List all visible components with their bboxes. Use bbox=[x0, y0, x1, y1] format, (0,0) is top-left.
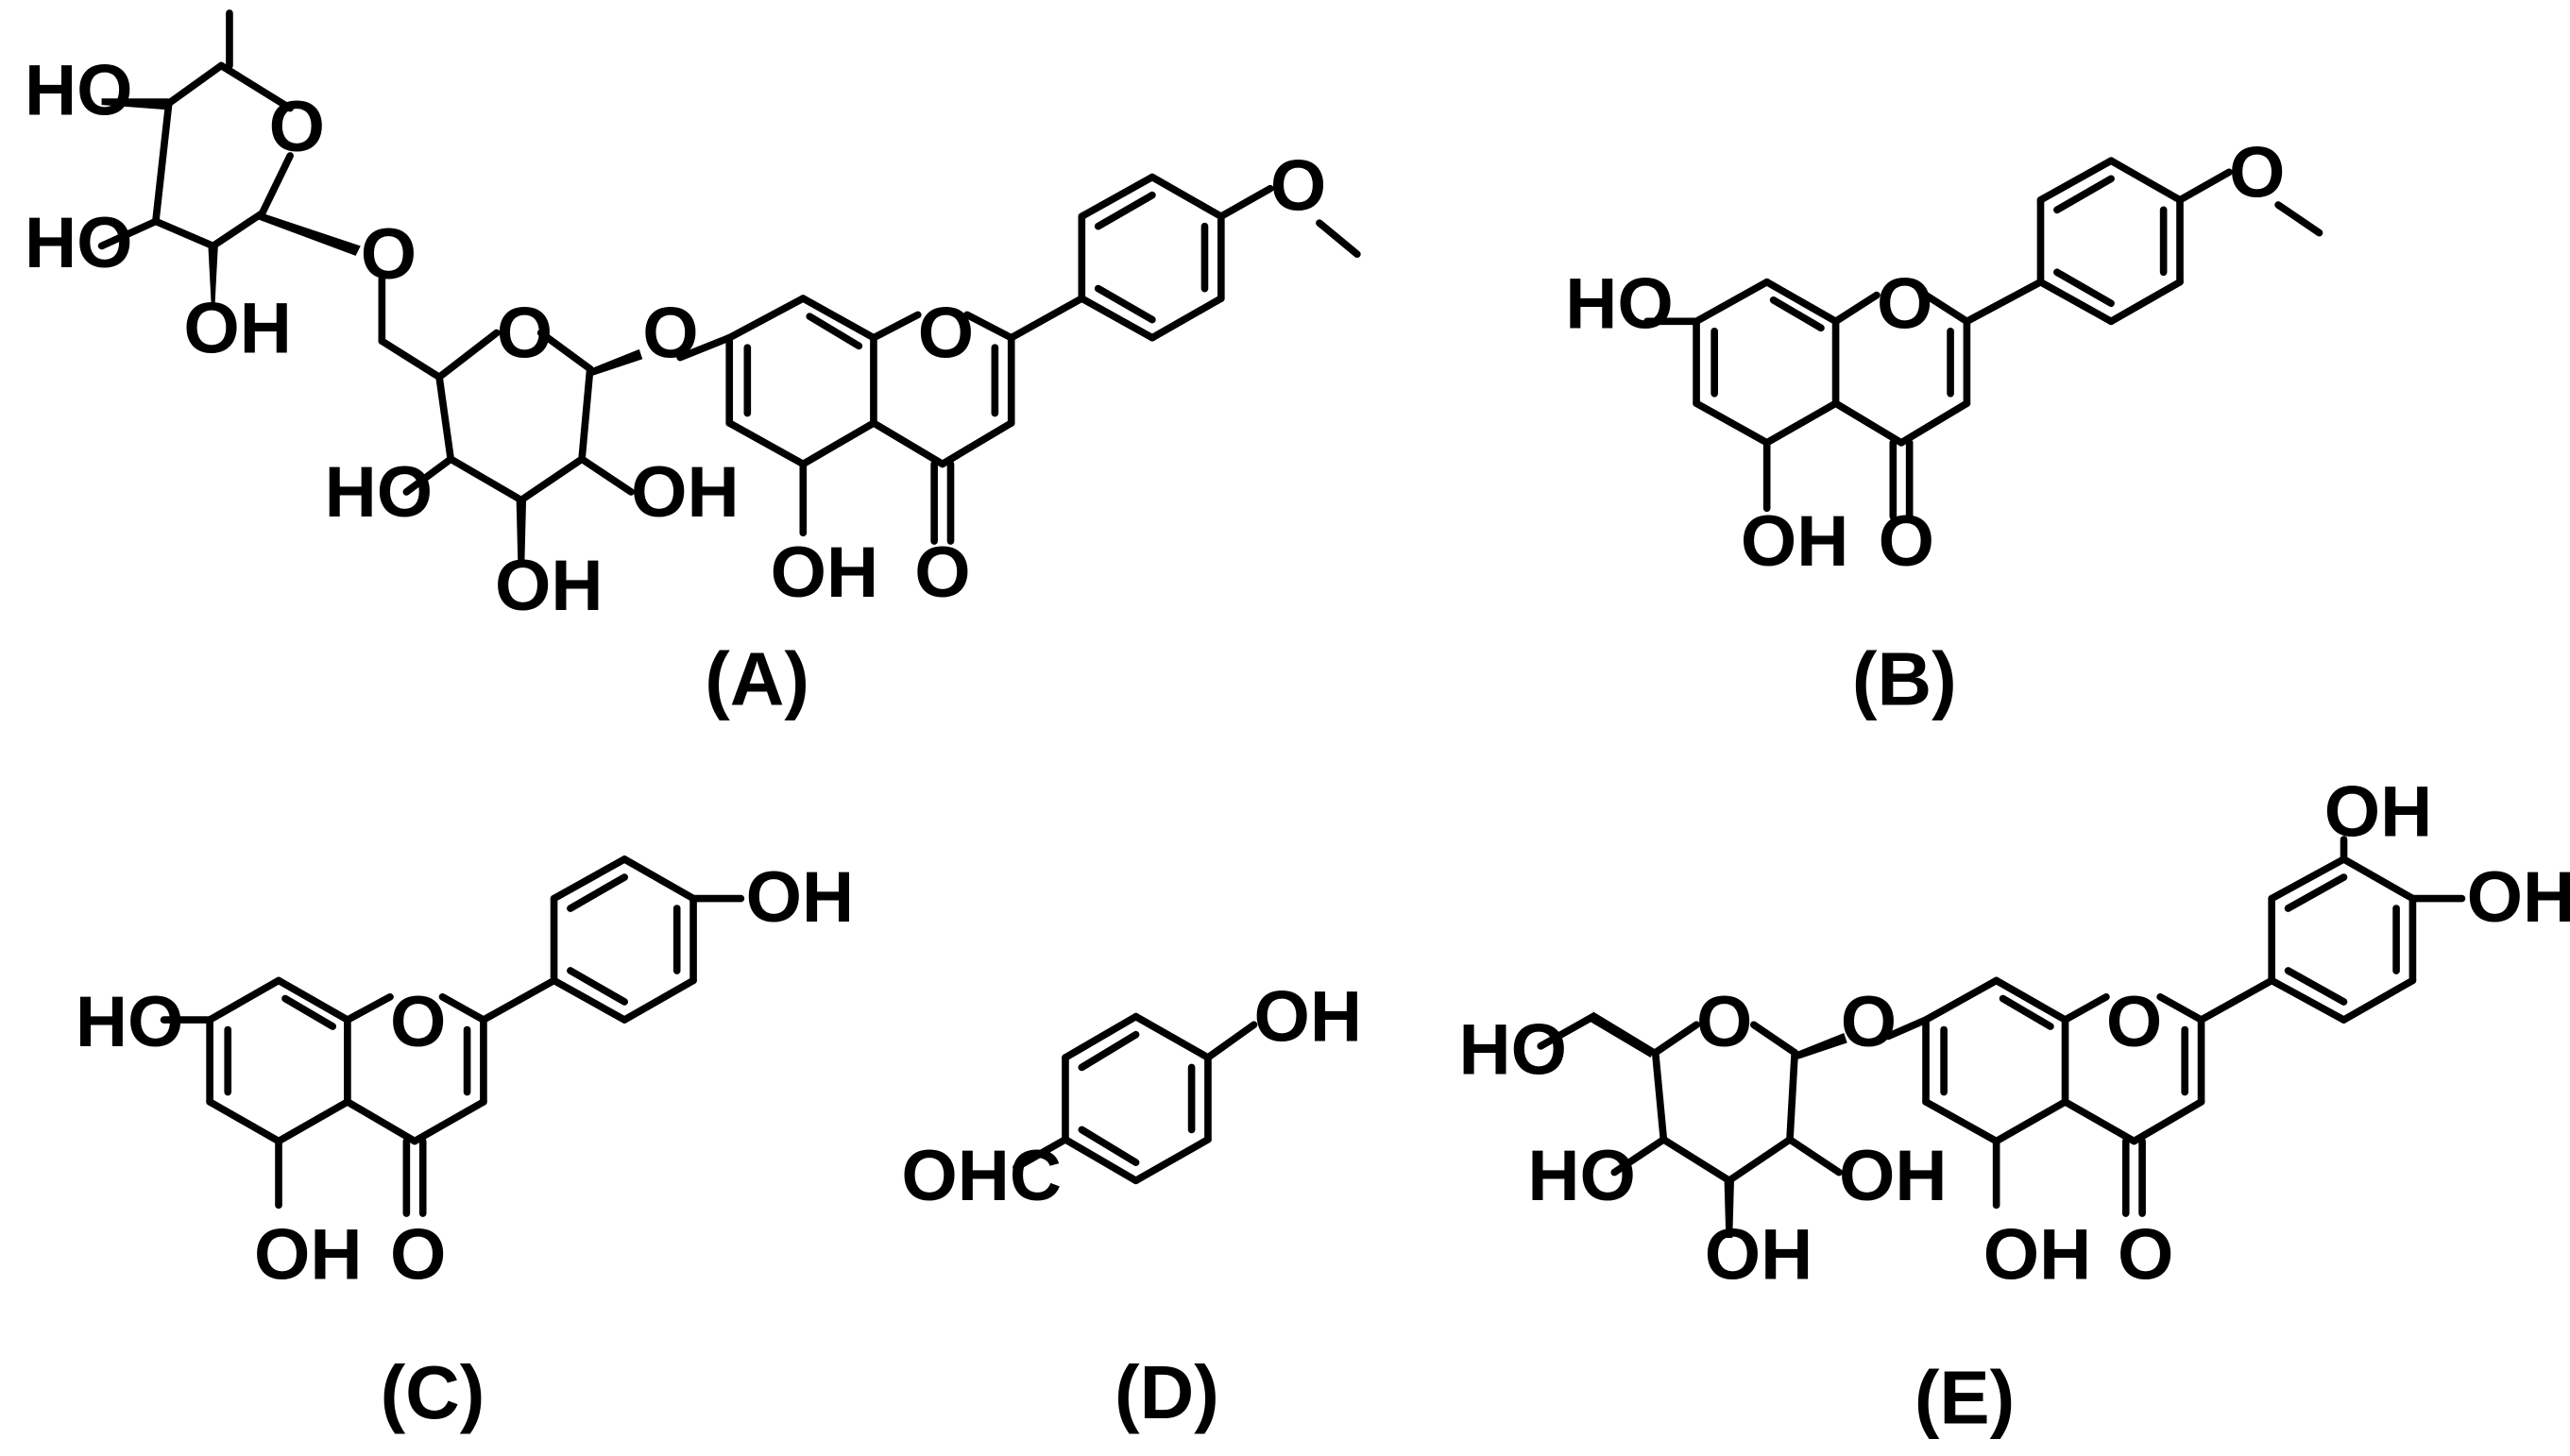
atom-label: O bbox=[1696, 982, 1752, 1062]
atom-label: OH bbox=[2324, 772, 2433, 853]
caption-a: (A) bbox=[705, 637, 809, 721]
atom-label: O bbox=[1270, 145, 1326, 226]
atom-label: HO bbox=[76, 982, 184, 1062]
compound-e-structure: OH OH O O HO O HO OH OH OH O (E) bbox=[1458, 772, 2570, 1440]
compound-c-structure: OH HO O OH O (C) bbox=[76, 855, 855, 1434]
atom-label: HO bbox=[325, 452, 434, 533]
atom-label: O bbox=[1879, 501, 1934, 582]
atom-label: O bbox=[269, 87, 325, 167]
atom-label: HO bbox=[1458, 1009, 1567, 1090]
atom-label: O bbox=[914, 533, 970, 613]
atom-label: OH bbox=[495, 546, 604, 626]
atom-label: HO bbox=[25, 51, 133, 131]
atom-label: O bbox=[361, 214, 417, 295]
atom-label: OH bbox=[1983, 1214, 2092, 1295]
atom-label: O bbox=[918, 294, 974, 374]
atom-label: OH bbox=[1839, 1136, 1948, 1216]
atom-label: HO bbox=[25, 203, 133, 283]
atom-label: O bbox=[2106, 982, 2162, 1062]
atom-label: OH bbox=[1254, 977, 1363, 1058]
caption-e: (E) bbox=[1915, 1355, 2015, 1439]
atom-label: O bbox=[390, 1214, 446, 1295]
atom-label: OH bbox=[1741, 501, 1849, 582]
compound-a-structure: HO HO OH O O O O HO OH OH O O OH O (A) bbox=[25, 9, 1361, 721]
atom-label: O bbox=[1841, 982, 1897, 1062]
atom-label: OH bbox=[183, 288, 292, 368]
caption-c: (C) bbox=[381, 1350, 485, 1434]
atom-label: O bbox=[497, 294, 553, 374]
atom-label: OH bbox=[771, 533, 879, 613]
atom-label: OH bbox=[254, 1214, 363, 1295]
atom-label: OH bbox=[746, 857, 855, 938]
compound-d-structure: OH OHC (D) bbox=[901, 977, 1362, 1434]
atom-label: OH bbox=[631, 452, 740, 533]
atom-label: OH bbox=[2467, 857, 2570, 938]
atom-label: OHC bbox=[901, 1136, 1062, 1216]
atom-label: OH bbox=[1705, 1214, 1813, 1295]
atom-label: O bbox=[390, 982, 446, 1062]
atom-label: HO bbox=[1527, 1136, 1636, 1216]
caption-d: (D) bbox=[1115, 1350, 1219, 1434]
atom-label: HO bbox=[1565, 263, 1674, 344]
atom-label: O bbox=[2229, 132, 2285, 212]
atom-label: O bbox=[2118, 1214, 2173, 1295]
compound-b-structure: HO O OH O O (B) bbox=[1565, 132, 2323, 721]
caption-b: (B) bbox=[1852, 637, 1957, 721]
atom-label: O bbox=[642, 294, 698, 374]
atom-label: O bbox=[1877, 263, 1932, 344]
